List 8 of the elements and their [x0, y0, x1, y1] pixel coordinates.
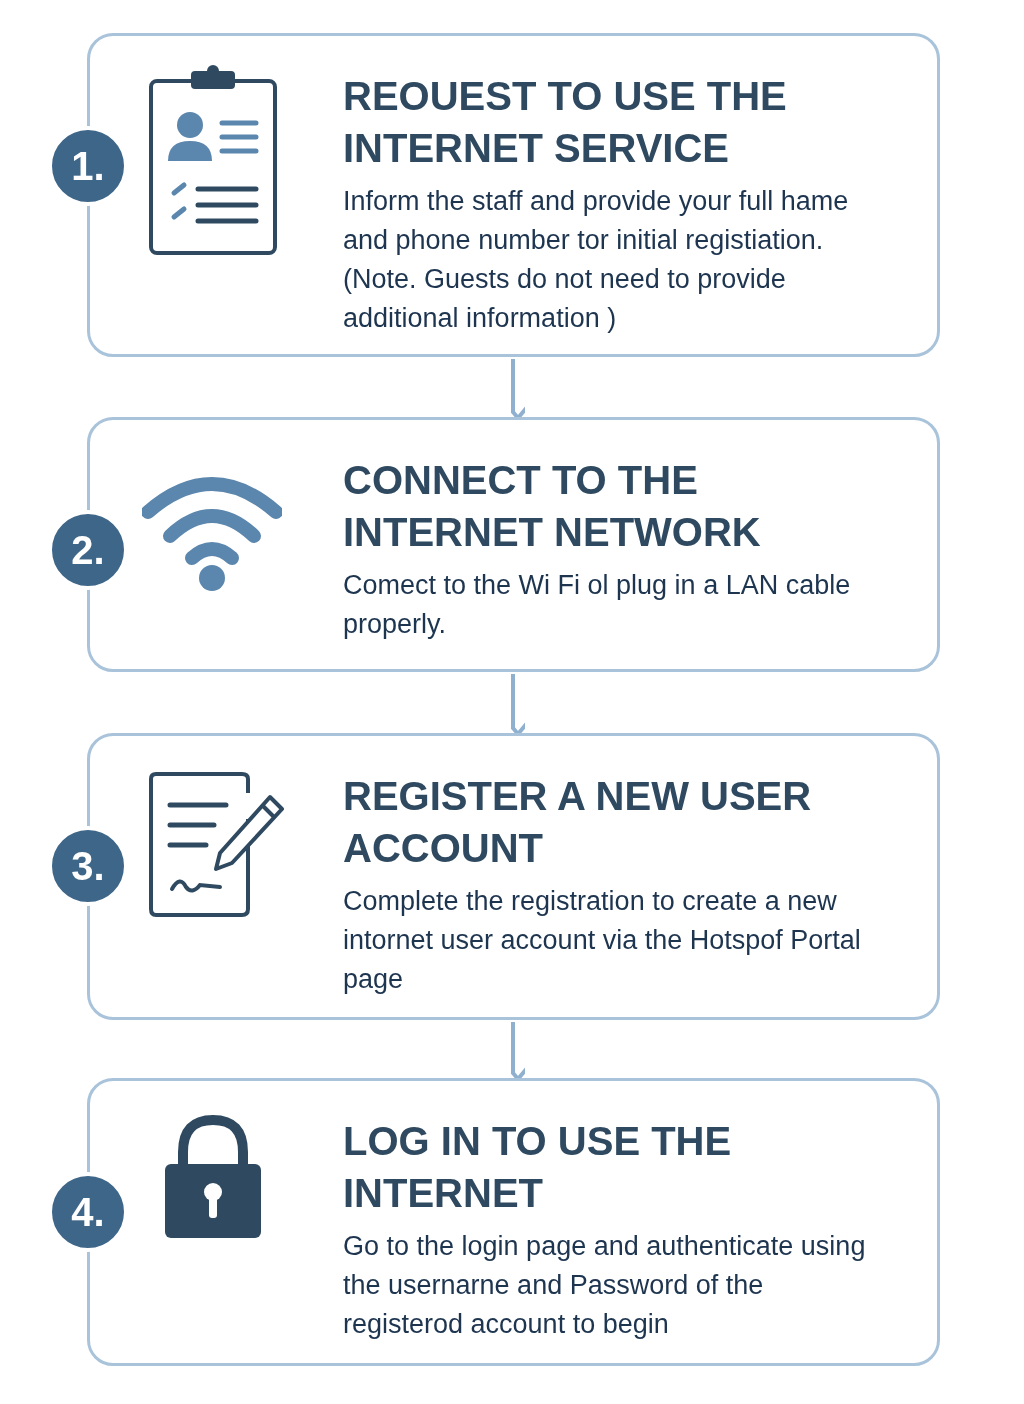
step-heading: LOG IN TO USE THE INTERNET — [343, 1118, 733, 1217]
step-heading: REGISTER A NEW USER ACCOUNT — [343, 773, 813, 872]
step-description: Inform the staff and provide your full hame and phone number tor initial registiation. (Note. Guests do not need to provide additional information ) — [343, 185, 850, 335]
step-description: Complete the registration to create a new intornet user account via the Hotspof Portal page — [343, 885, 862, 996]
step-heading: CONNECT TO THE INTERNET NETWORK — [343, 457, 762, 556]
step-description: Go to the login page and authenticate using the usernarne and Password of the registerod account to begin — [343, 1230, 867, 1341]
step-heading: REOUEST TO USE THE INTERNET SERVICE — [343, 73, 788, 172]
step-description: Comect to the Wi Fi ol plug in a LAN cable properly. — [343, 569, 852, 641]
